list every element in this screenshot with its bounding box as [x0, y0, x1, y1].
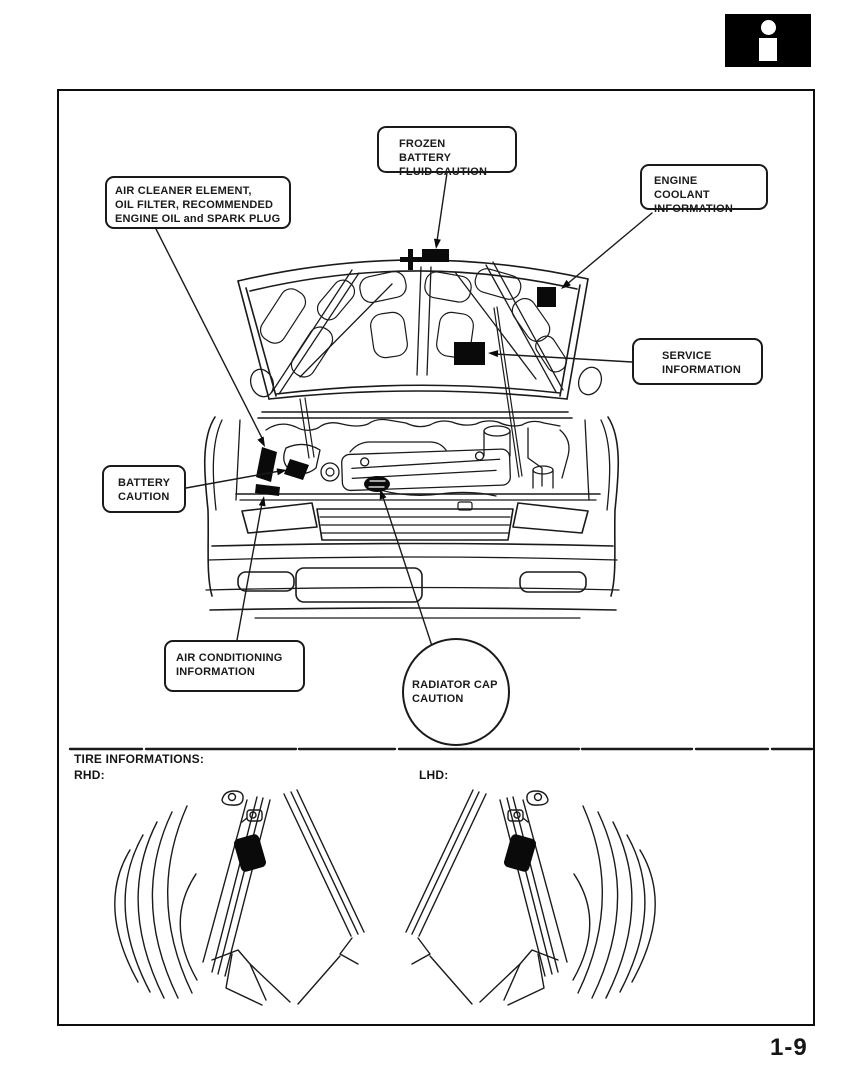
page-number: 1-9 [770, 1034, 808, 1061]
hood-drawing [237, 259, 603, 478]
callout-service-information: SERVICE INFORMATION [632, 338, 763, 385]
tire-label-location-rhd [113, 789, 365, 1006]
hood-web-pockets [259, 268, 567, 378]
label-mark-battery [284, 459, 309, 480]
tire-label-location-lhd [405, 789, 657, 1006]
label-mark-air-cleaner [256, 447, 277, 482]
label-mark-engine-coolant [537, 287, 556, 307]
label-marks [255, 249, 556, 496]
callout-air-conditioning: AIR CONDITIONING INFORMATION [164, 640, 305, 692]
tire-lhd-label: LHD: [419, 768, 449, 782]
tire-rhd-label: RHD: [74, 768, 105, 782]
callout-air-cleaner: AIR CLEANER ELEMENT, OIL FILTER, RECOMME… [105, 176, 291, 229]
callout-battery-caution: BATTERY CAUTION [102, 465, 186, 513]
info-icon-dot [760, 20, 776, 35]
diagram-panel [57, 89, 815, 1026]
tire-section-title: TIRE INFORMATIONS: [74, 752, 205, 766]
label-mark-air-conditioning [255, 484, 280, 496]
info-icon [725, 14, 811, 67]
callout-engine-coolant: ENGINE COOLANT INFORMATION [640, 164, 768, 215]
info-icon-body [759, 38, 777, 61]
label-mark-frozen-battery [422, 249, 449, 262]
callout-frozen-battery: FROZEN BATTERY FLUID CAUTION [377, 126, 517, 178]
leader-lines [155, 172, 653, 647]
car-body-drawing [203, 411, 620, 619]
label-mark-radiator-cap [364, 476, 390, 492]
label-mark-service [454, 342, 485, 365]
callout-radiator-cap: RADIATOR CAP CAUTION [402, 638, 510, 746]
